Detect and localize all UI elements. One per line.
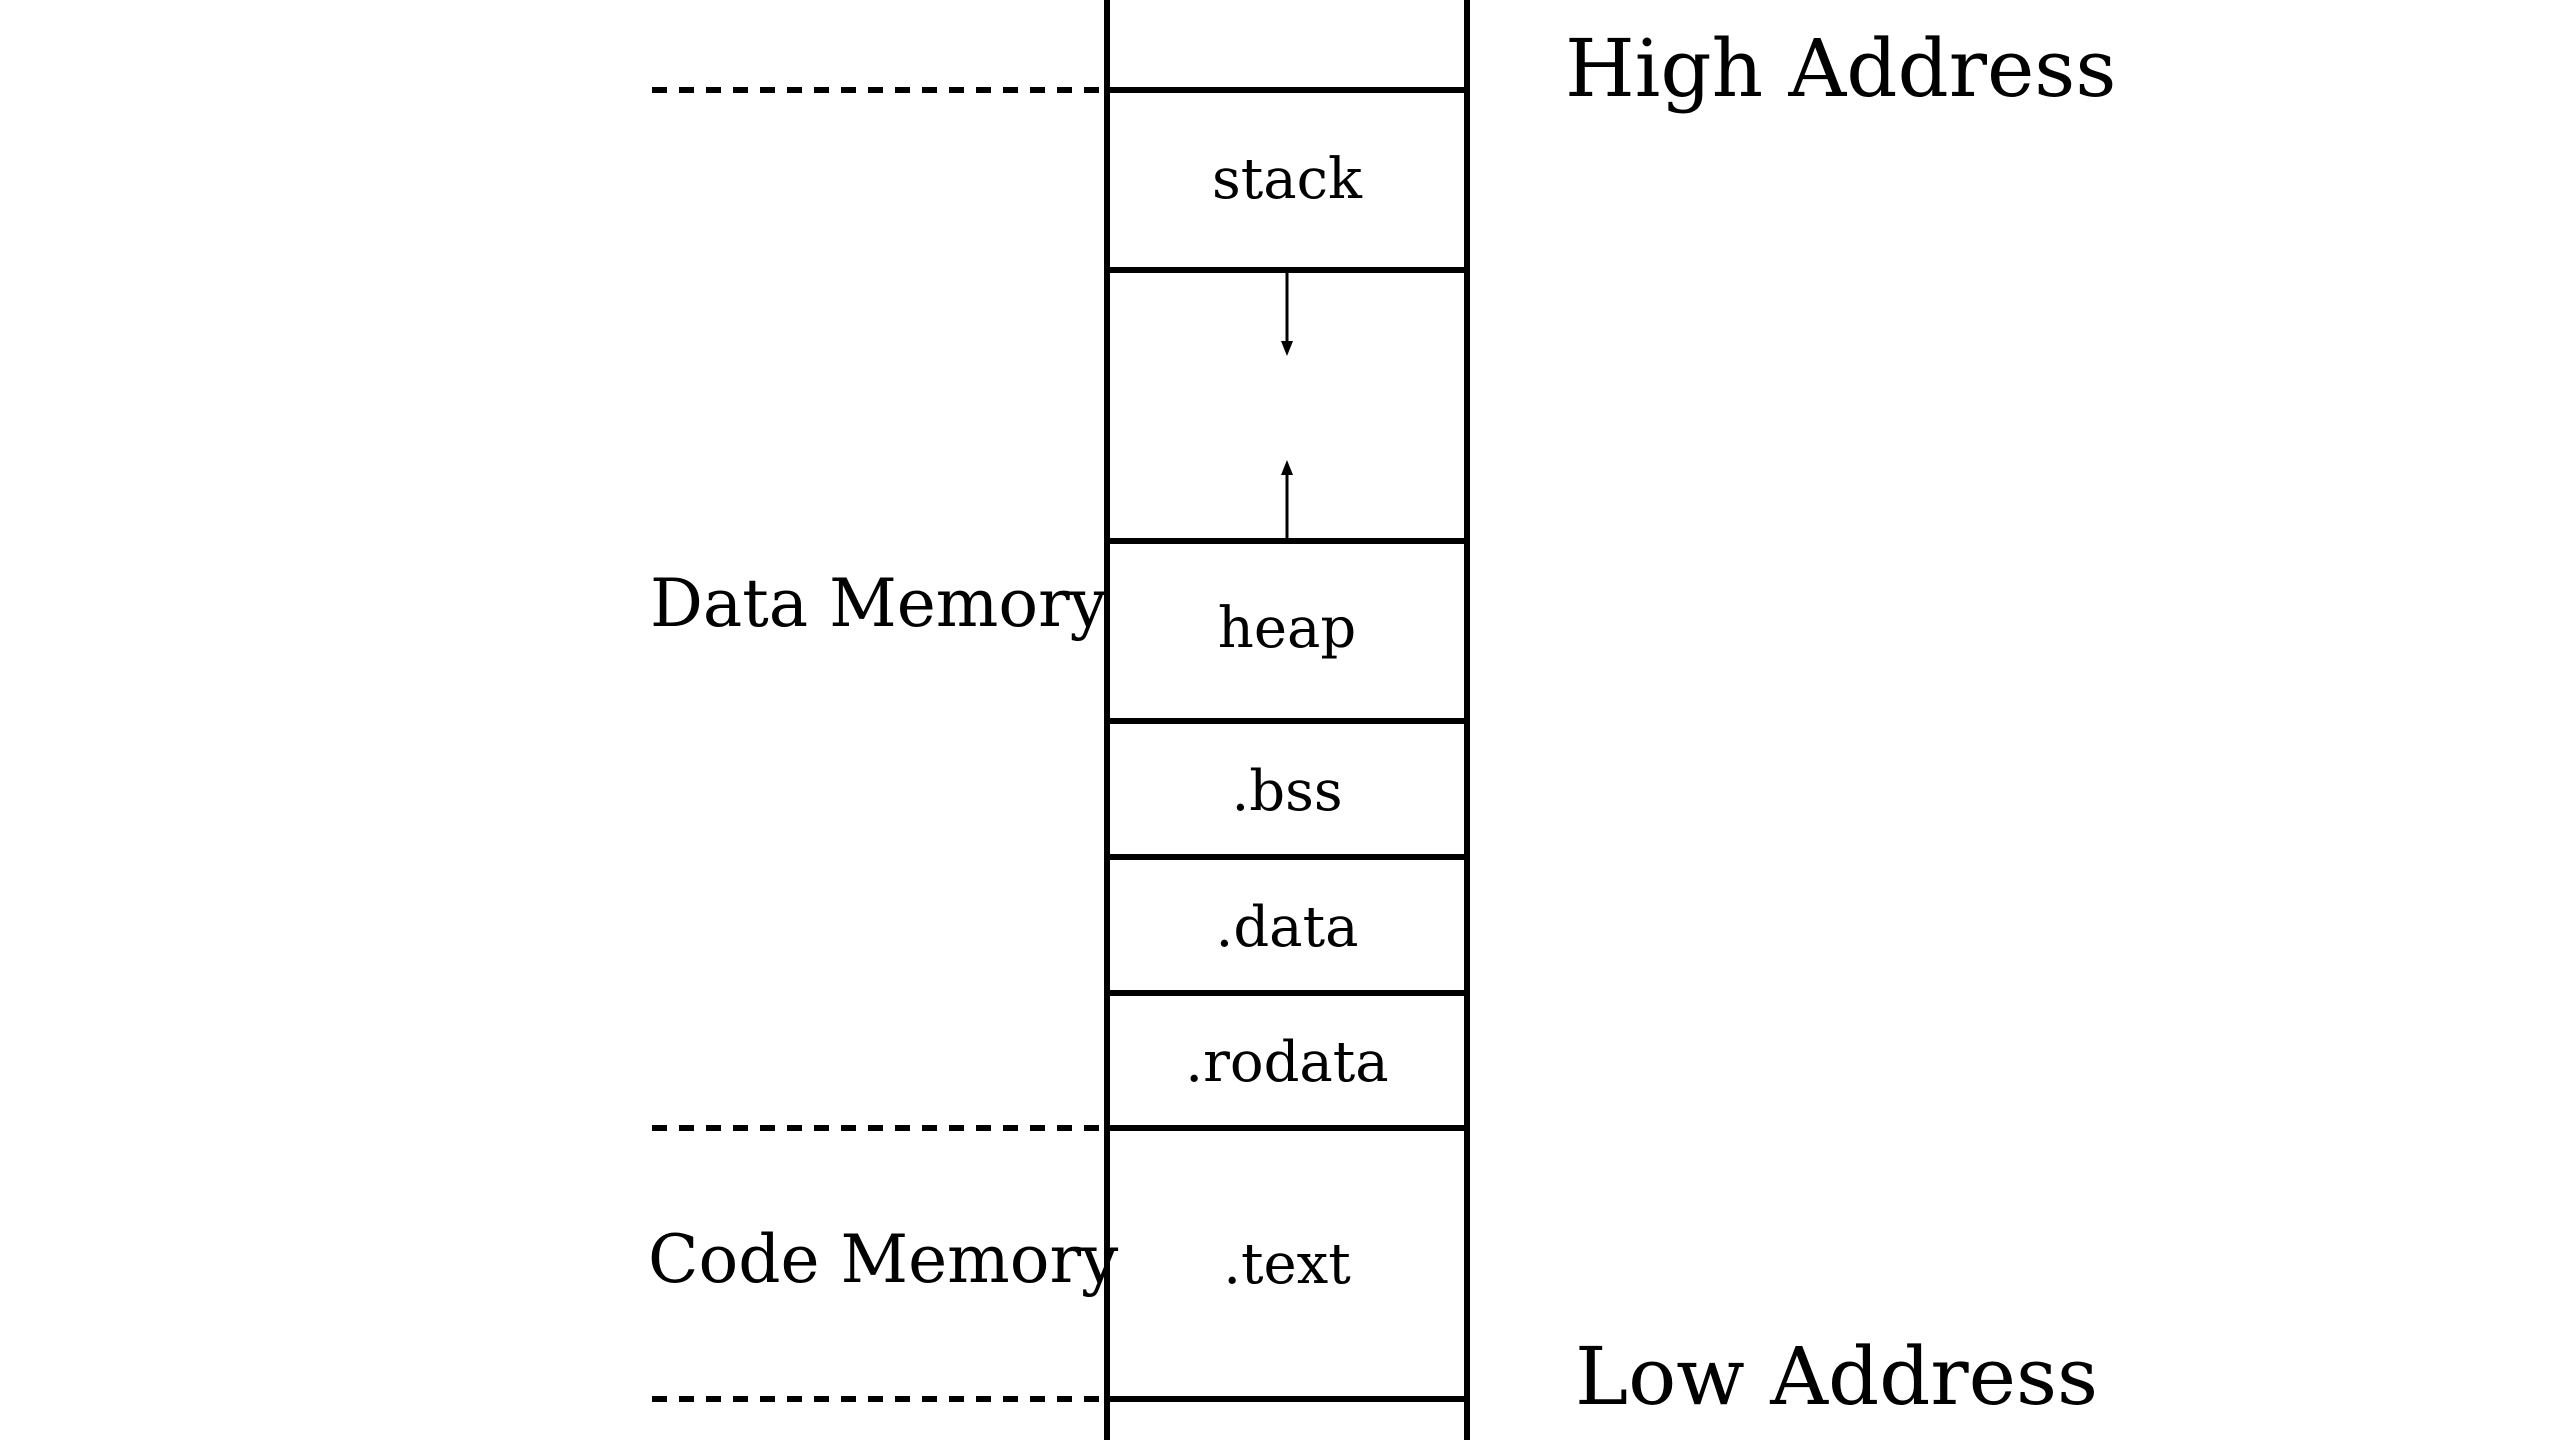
segment-label-text: .text <box>1223 1232 1351 1297</box>
segment-label-data: .data <box>1216 895 1359 960</box>
data-memory-label: Data Memory <box>650 565 1108 642</box>
segment-label-heap: heap <box>1218 596 1356 661</box>
low-address-label: Low Address <box>1575 1330 2098 1423</box>
segment-label-rodata: .rodata <box>1185 1030 1388 1095</box>
segment-label-stack: stack <box>1212 147 1363 212</box>
stack-growth-arrowhead-icon <box>1281 341 1293 356</box>
segment-label-bss: .bss <box>1231 759 1342 824</box>
heap-growth-arrowhead-icon <box>1281 460 1293 475</box>
code-memory-label: Code Memory <box>648 1221 1119 1298</box>
high-address-label: High Address <box>1565 22 2116 115</box>
